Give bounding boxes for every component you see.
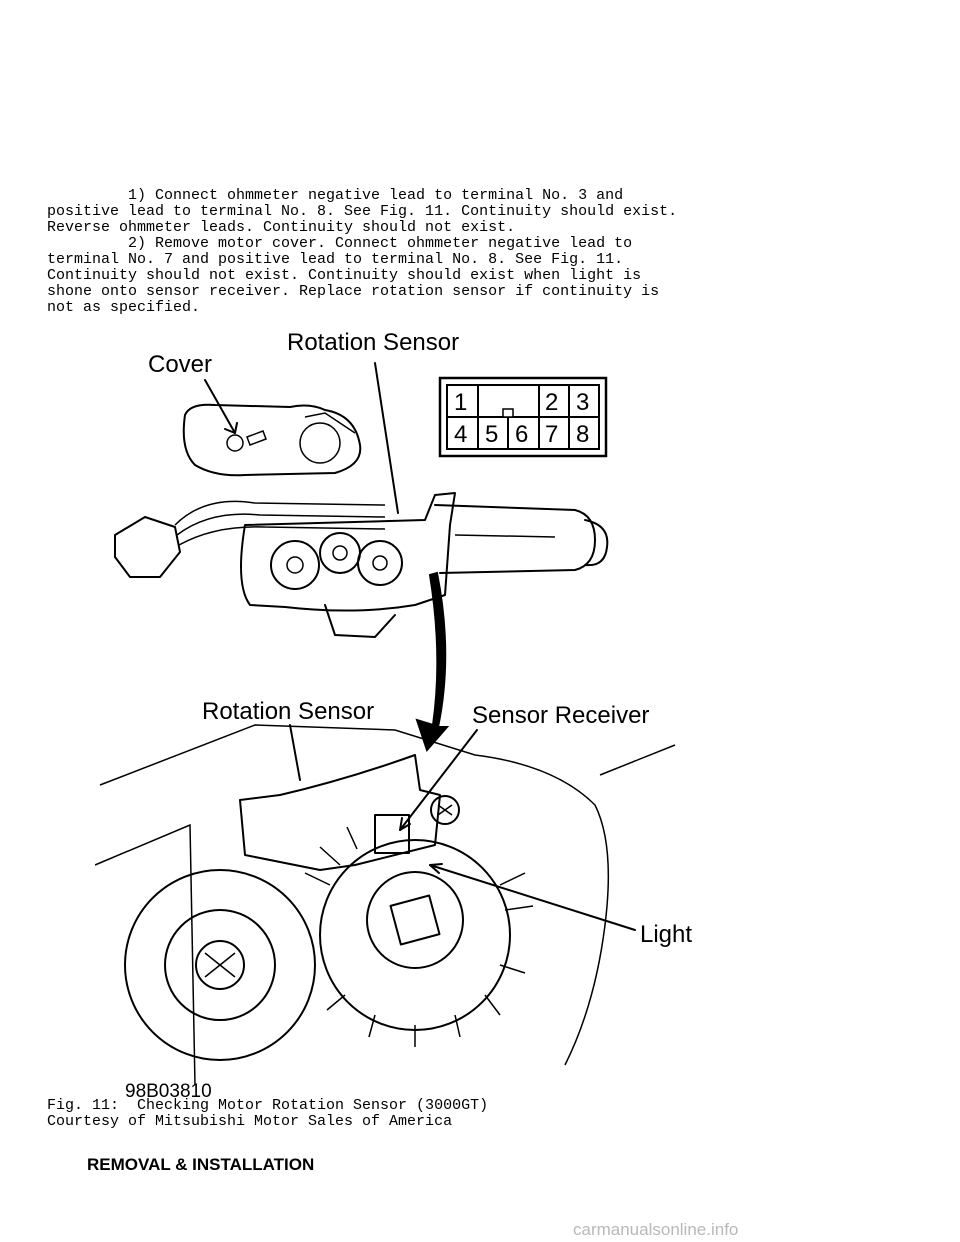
terminal-7: 7 bbox=[545, 421, 558, 448]
rotation-sensor-label-top: Rotation Sensor bbox=[287, 329, 459, 356]
terminal-1: 1 bbox=[454, 389, 467, 416]
terminal-4: 4 bbox=[454, 421, 467, 448]
section-heading: REMOVAL & INSTALLATION bbox=[87, 1155, 315, 1174]
transition-arrow bbox=[415, 571, 450, 752]
figure-caption: Fig. 11: Checking Motor Rotation Sensor … bbox=[47, 1097, 489, 1130]
motor-cover-drawing bbox=[182, 403, 362, 477]
terminal-5: 5 bbox=[485, 421, 498, 448]
rotation-sensor-label-bottom: Rotation Sensor bbox=[202, 698, 374, 725]
sensor-receiver-label: Sensor Receiver bbox=[472, 702, 649, 729]
terminal-3: 3 bbox=[576, 389, 589, 416]
sensor-detail-drawing bbox=[95, 724, 676, 1086]
terminal-8: 8 bbox=[576, 421, 589, 448]
light-label: Light bbox=[640, 921, 692, 948]
motor-assembly-drawing bbox=[114, 492, 609, 638]
connector-terminal-diagram: 1 2 3 4 5 6 7 8 bbox=[438, 376, 608, 458]
procedure-text: 1) Connect ohmmeter negative lead to ter… bbox=[47, 187, 678, 316]
cover-label: Cover bbox=[148, 351, 212, 378]
terminal-6: 6 bbox=[515, 421, 528, 448]
terminal-2: 2 bbox=[545, 389, 558, 416]
watermark-text: carmanualsonline.info bbox=[573, 1220, 739, 1239]
motor-rotation-sensor-figure: Cover Rotation Sensor 1 2 3 4 5 6 7 8 bbox=[95, 329, 692, 1102]
figure-code: 98B03810 bbox=[125, 1081, 212, 1102]
